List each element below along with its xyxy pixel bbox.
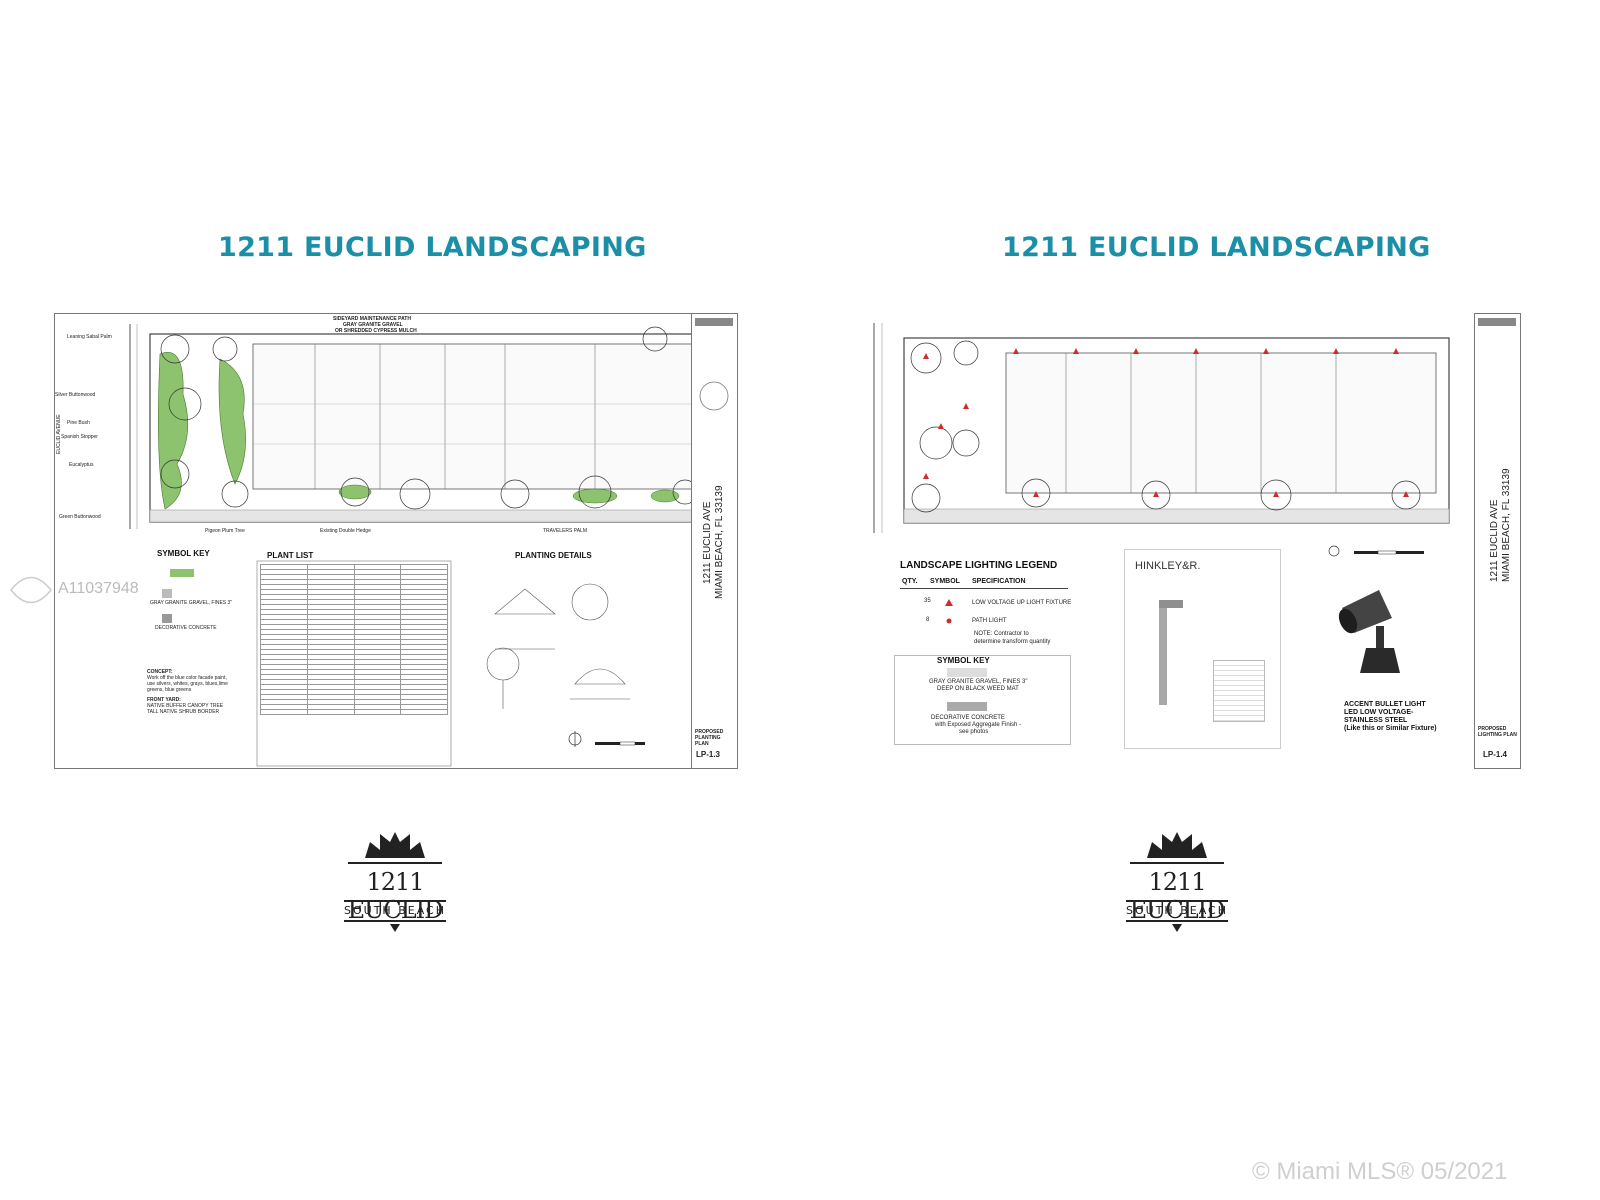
north-arrow-scale <box>1328 545 1424 557</box>
right-title: 1211 EUCLID LANDSCAPING <box>1002 232 1431 263</box>
legend-col-spec: SPECIFICATION <box>972 578 1026 585</box>
concept-line: Work off the blue color facade paint, <box>147 675 227 681</box>
key-item-line: with Exposed Aggregate Finish - <box>935 722 1022 728</box>
logo-rule <box>344 900 446 902</box>
bullet-light-image <box>1338 590 1400 673</box>
callout-2: Silver Buttonwood <box>55 392 96 398</box>
callout-1: Leaning Sabal Palm <box>67 334 112 340</box>
accent-light-caption: ACCENT BULLET LIGHT LED LOW VOLTAGE- STA… <box>1344 701 1437 733</box>
swatch-gravel <box>162 589 172 598</box>
callout-3: Pine Bush <box>67 420 90 426</box>
legend-col-qty: QTY. <box>902 578 918 585</box>
legend-row-qty: 8 <box>926 617 930 623</box>
logo-point-icon <box>1172 924 1182 932</box>
logo-rule <box>1126 900 1228 902</box>
right-street-address: 1211 EUCLID AVE <box>1489 499 1500 582</box>
mls-copyright: © Miami MLS® 05/2021 <box>1252 1158 1508 1185</box>
legend-row-spec: LOW VOLTAGE UP LIGHT FIXTURE <box>972 600 1072 606</box>
logo-subtitle: SOUTH BEACH <box>1126 904 1228 917</box>
right-sheet-title: PROPOSED LIGHTING PLAN <box>1478 726 1517 738</box>
key-item-line: DECORATIVE CONCRETE <box>931 715 1005 721</box>
concept-line: TALL NATIVE SHRUB BORDER <box>147 709 220 715</box>
concept-line: use silvers, whites, grays, blues,lime <box>147 681 228 687</box>
logo-point-icon <box>390 924 400 932</box>
brand-name: HINKLEY&R. <box>1135 560 1201 572</box>
left-street-address: 1211 EUCLID AVE <box>702 501 713 584</box>
product-spec-sheet: HINKLEY&R. <box>1124 549 1281 749</box>
right-symbol-key-heading: SYMBOL KEY <box>937 656 990 665</box>
key-item-line: DEEP ON BLACK WEED MAT <box>937 686 1019 692</box>
accent-line: (Like this or Similar Fixture) <box>1344 725 1437 732</box>
logo-rule <box>344 920 446 922</box>
callout-6: Green Buttonwood <box>59 514 101 520</box>
logo-crown-icon <box>348 832 442 864</box>
logo-right: 1211 EUCLID SOUTH BEACH <box>1122 830 1232 940</box>
title-block-seal <box>699 381 729 411</box>
logo-rule <box>1126 920 1228 922</box>
swatch-concrete <box>162 614 172 623</box>
concrete-swatch <box>947 702 987 711</box>
spec-table <box>1213 660 1265 722</box>
legend-row-qty: 35 <box>924 598 931 604</box>
top-annotation-1: SIDEYARD MAINTENANCE PATH <box>333 316 411 322</box>
key-item-line: see photos <box>959 729 989 735</box>
legend-col-symbol: SYMBOL <box>930 578 960 585</box>
path-light-fixture-image <box>1159 600 1183 705</box>
path-light-symbol <box>946 618 952 624</box>
legend-rule <box>900 588 1068 589</box>
callout-5: Eucalyptus <box>69 462 94 468</box>
swatch-ground <box>170 569 194 577</box>
accent-line: STAINLESS STEEL <box>1344 717 1408 724</box>
concept-line: FRONT YARD: <box>147 697 181 703</box>
legend-note: determine transform quantity <box>974 639 1051 645</box>
left-sheet-number: LP-1.3 <box>696 750 721 759</box>
left-title: 1211 EUCLID LANDSCAPING <box>218 232 647 263</box>
up-light-symbol <box>945 599 953 606</box>
bottom-label-3: TRAVELERS PALM <box>543 528 587 534</box>
callout-4: Spanish Stopper <box>61 434 98 440</box>
logo-subtitle: SOUTH BEACH <box>344 904 446 917</box>
concept-block: CONCEPT: Work off the blue color facade … <box>147 669 228 715</box>
legend-row-spec: PATH LIGHT <box>972 618 1007 624</box>
bottom-label-2: Existing Double Hedge <box>320 528 371 534</box>
listing-id-watermark: A11037948 <box>58 580 139 597</box>
street-label: EUCLID AVENUE <box>56 414 62 454</box>
accent-line: LED LOW VOLTAGE- <box>1344 709 1414 716</box>
concept-line: NATIVE BUFFER CANOPY TREE <box>147 703 224 709</box>
top-annotation-3: OR SHREDDED CYPRESS MULCH <box>335 328 417 334</box>
planting-details-heading: PLANTING DETAILS <box>515 551 592 560</box>
accent-line: ACCENT BULLET LIGHT <box>1344 701 1426 708</box>
lighting-legend-heading: LANDSCAPE LIGHTING LEGEND <box>900 560 1058 571</box>
logo-crown-icon <box>1130 832 1224 864</box>
symbol-key-item-1: GRAY GRANITE GRAVEL, FINES 3" <box>150 600 233 606</box>
symbol-key-item-2: DECORATIVE CONCRETE <box>155 625 217 631</box>
lighting-site-plan <box>873 323 1450 533</box>
left-city: MIAMI BEACH, FL 33139 <box>714 485 725 599</box>
left-title-block: 1211 EUCLID AVE MIAMI BEACH, FL 33139 PR… <box>691 314 737 768</box>
key-item-line: GRAY GRANITE GRAVEL, FINES 3" <box>929 679 1028 685</box>
right-title-block: 1211 EUCLID AVE MIAMI BEACH, FL 33139 PR… <box>1474 313 1521 769</box>
title-block-header <box>1478 318 1516 326</box>
mls-watermark-icon <box>10 576 52 604</box>
bottom-label-1: Pigeon Plum Tree <box>205 528 245 534</box>
right-sheet-number: LP-1.4 <box>1483 750 1508 759</box>
right-lighting-sheet: LANDSCAPE LIGHTING LEGEND QTY. SYMBOL SP… <box>866 313 1521 769</box>
left-planting-sheet: SIDEYARD MAINTENANCE PATH GRAY GRANITE G… <box>54 313 738 769</box>
plant-list-heading: PLANT LIST <box>267 551 314 560</box>
logo-left: 1211 EUCLID SOUTH BEACH <box>340 830 450 940</box>
left-symbol-key-heading: SYMBOL KEY <box>157 549 210 558</box>
gravel-swatch <box>947 668 987 677</box>
left-sheet-title: PROPOSED PLANTING PLAN <box>695 729 724 747</box>
plant-list-table <box>260 564 448 715</box>
right-city: MIAMI BEACH, FL 33139 <box>1501 468 1512 582</box>
concept-line: CONCEPT: <box>147 669 173 675</box>
legend-note: NOTE: Contractor to <box>974 631 1029 637</box>
top-annotation-2: GRAY GRANITE GRAVEL <box>343 322 403 328</box>
title-block-header <box>695 318 733 326</box>
right-symbol-key-box: SYMBOL KEY GRAY GRANITE GRAVEL, FINES 3"… <box>894 655 1071 745</box>
concept-line: greens, blue greens <box>147 687 192 693</box>
